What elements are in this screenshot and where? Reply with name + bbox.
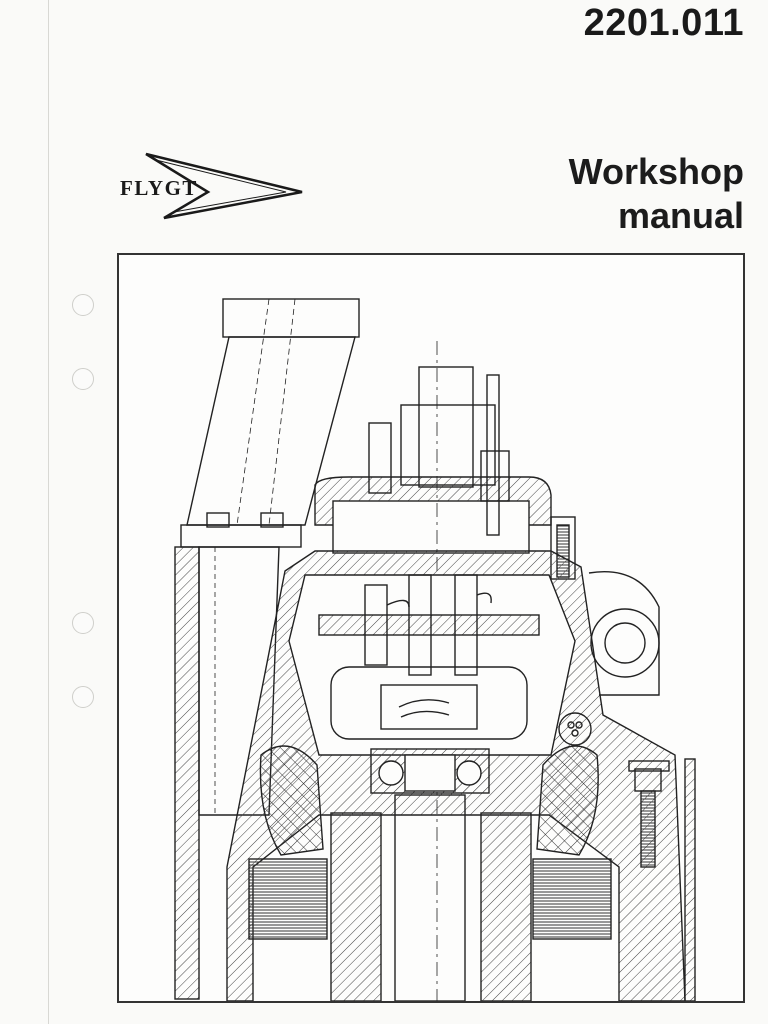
logo-wordmark: FLYGT	[120, 176, 198, 200]
pump-cross-section-drawing-icon	[174, 298, 696, 1001]
punch-hole	[72, 368, 94, 390]
title-block: Workshop manual	[569, 150, 744, 238]
punch-hole	[72, 294, 94, 316]
technical-drawing-frame	[117, 253, 745, 1003]
title-line-2: manual	[617, 195, 744, 236]
binder-margin-line	[48, 0, 49, 1024]
punch-hole	[72, 686, 94, 708]
flygt-arrow-logo-icon	[145, 152, 303, 220]
document-number: 2201.011	[583, 2, 744, 44]
flygt-logo: FLYGT	[116, 152, 308, 222]
title-line-1: Workshop	[568, 151, 744, 192]
punch-hole	[72, 612, 94, 634]
